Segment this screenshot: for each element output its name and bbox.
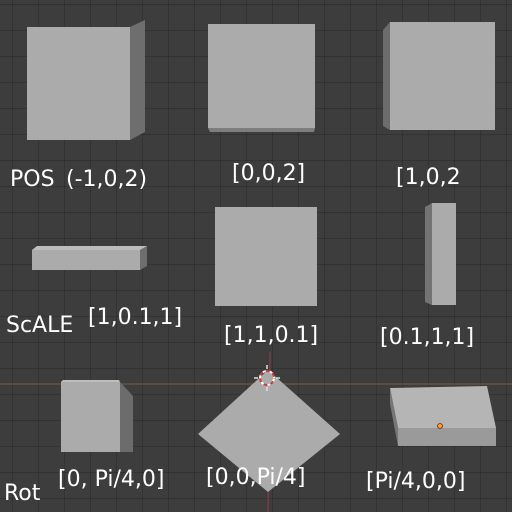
cube-label-pos-2: [0,0,2] — [232, 161, 305, 186]
cube-pos-0-0-2[interactable] — [208, 24, 315, 132]
cube-label-scale-1: [1,0.1,1] — [88, 305, 182, 330]
3d-cursor-icon[interactable] — [254, 365, 280, 391]
cube-label-rot-1: [0, Pi/4,0] — [58, 467, 164, 492]
cube-rot-0-pi4-0[interactable] — [61, 380, 133, 452]
cube-label-rot-2: [0,0,Pi/4] — [206, 465, 305, 490]
row-label-scale: ScALE — [6, 313, 73, 338]
cube-scale-0p1-1-1[interactable] — [425, 203, 456, 305]
cube-label-scale-3: [0.1,1,1] — [380, 325, 474, 350]
cube-label-pos-3: [1,0,2 — [396, 165, 461, 190]
cube-pos-neg1-0-2[interactable] — [27, 20, 145, 140]
cube-pos-1-0-2[interactable] — [383, 22, 495, 130]
cube-rot-pi4-0-0[interactable] — [390, 386, 496, 446]
cube-scale-1-0p1-1[interactable] — [32, 246, 147, 270]
cube-label-rot-3: [Pi/4,0,0] — [366, 469, 465, 494]
row-label-rotation: Rot — [4, 481, 41, 506]
cube-rot-0-0-pi4[interactable] — [198, 370, 340, 492]
cube-label-scale-2: [1,1,0.1] — [224, 323, 318, 348]
cube-label-pos-1: (-1,0,2) — [66, 167, 147, 192]
cube-scale-1-1-0p1[interactable] — [215, 207, 317, 306]
row-label-position: POS — [10, 167, 55, 192]
origin-point-icon — [437, 423, 443, 429]
